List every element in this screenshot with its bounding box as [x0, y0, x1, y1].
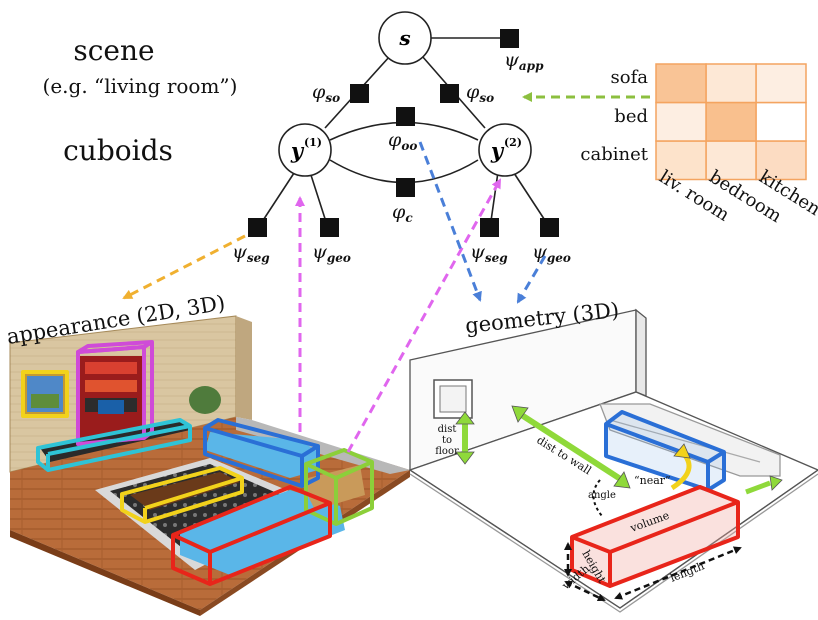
- svg-text:(1): (1): [304, 136, 322, 149]
- node-s: s: [378, 11, 432, 65]
- factor-psi-geo-right: [540, 218, 559, 237]
- dashed-arrows: [122, 141, 547, 453]
- compatibility-matrix: sofa bed cabinet liv. room bedroom kitch…: [580, 63, 818, 227]
- matrix-cell: [655, 101, 707, 142]
- dist-to-wall-arrow: [511, 405, 631, 489]
- dist-to-floor-label: dist: [438, 424, 457, 435]
- geo-cuboid-blue: [604, 410, 726, 492]
- scene-label: scene: [73, 34, 154, 67]
- cuboids-label: cuboids: [63, 134, 173, 167]
- node-y2: y (2): [478, 123, 532, 177]
- svg-text:y: y: [490, 138, 505, 163]
- matrix-row-label: sofa: [611, 67, 649, 88]
- matrix-cell: [755, 63, 807, 104]
- label-phi-so-right: φso: [466, 81, 494, 105]
- cuboid-yellow-painting: [21, 370, 69, 418]
- arrow-y2-to-appearance: [346, 178, 502, 453]
- label-psi-geo-left: ψgeo: [312, 241, 351, 265]
- side-distance-arrow: [745, 475, 783, 495]
- factor-psi-app: [500, 29, 519, 48]
- angle-label: angle: [588, 490, 616, 501]
- geometry-cuboids: [570, 410, 740, 588]
- matrix-row-label: bed: [614, 106, 648, 127]
- factor-phi-so-right: [440, 84, 459, 103]
- matrix-cell: [755, 101, 807, 142]
- scene-example-label: (e.g. “living room”): [43, 74, 238, 98]
- matrix-cell: [655, 63, 707, 104]
- factor-psi-geo-left: [320, 218, 339, 237]
- label-psi-seg-left: ψseg: [232, 241, 270, 265]
- factor-labels: ψapp φso φso φoo φc ψseg ψgeo ψseg ψgeo: [232, 49, 571, 265]
- cuboid-red-sofa: [171, 485, 332, 586]
- near-arrow: [670, 443, 692, 491]
- cuboid-green-lamp: [304, 448, 374, 526]
- arrow-seg-to-appearance: [122, 234, 246, 300]
- svg-text:s: s: [398, 26, 410, 50]
- arrow-geo-to-geometry: [516, 255, 547, 304]
- angle-arc: [592, 479, 603, 517]
- svg-text:y: y: [290, 138, 305, 163]
- geometry-annotations: [455, 405, 783, 602]
- matrix-cell: [755, 140, 807, 181]
- label-psi-seg-right: ψseg: [470, 241, 508, 265]
- factor-psi-seg-right: [480, 218, 499, 237]
- factor-phi-so-left: [350, 84, 369, 103]
- factor-squares: [248, 29, 559, 237]
- cuboid-cyan: [36, 418, 192, 472]
- label-psi-app: ψapp: [504, 49, 544, 73]
- factor-phi-oo: [396, 107, 415, 126]
- factor-psi-seg-left: [248, 218, 267, 237]
- width-arrow: [564, 580, 606, 602]
- factor-phi-c: [396, 178, 415, 197]
- near-label: “near”: [634, 474, 671, 487]
- length-arrow: [614, 546, 742, 600]
- label-psi-geo-right: ψgeo: [532, 241, 571, 265]
- geo-cuboid-red: [570, 485, 740, 588]
- appearance-cuboids: [21, 340, 374, 586]
- node-y1: y (1): [278, 123, 332, 177]
- label-phi-oo: φoo: [388, 129, 417, 153]
- cuboid-blue-sofa: [203, 418, 320, 488]
- label-phi-so-left: φso: [312, 81, 340, 105]
- matrix-cell: [705, 63, 757, 104]
- dist-to-floor-label: floor: [435, 446, 459, 457]
- matrix-row-label: cabinet: [580, 144, 648, 165]
- matrix-cell: [705, 101, 757, 142]
- cuboid-yellow-table: [120, 466, 244, 524]
- svg-text:(2): (2): [504, 136, 522, 149]
- arrow-oo-to-geometry: [418, 141, 482, 302]
- dist-to-floor-arrow: [455, 411, 475, 465]
- dist-to-floor-label: to: [442, 435, 452, 446]
- label-phi-c: φc: [392, 201, 413, 225]
